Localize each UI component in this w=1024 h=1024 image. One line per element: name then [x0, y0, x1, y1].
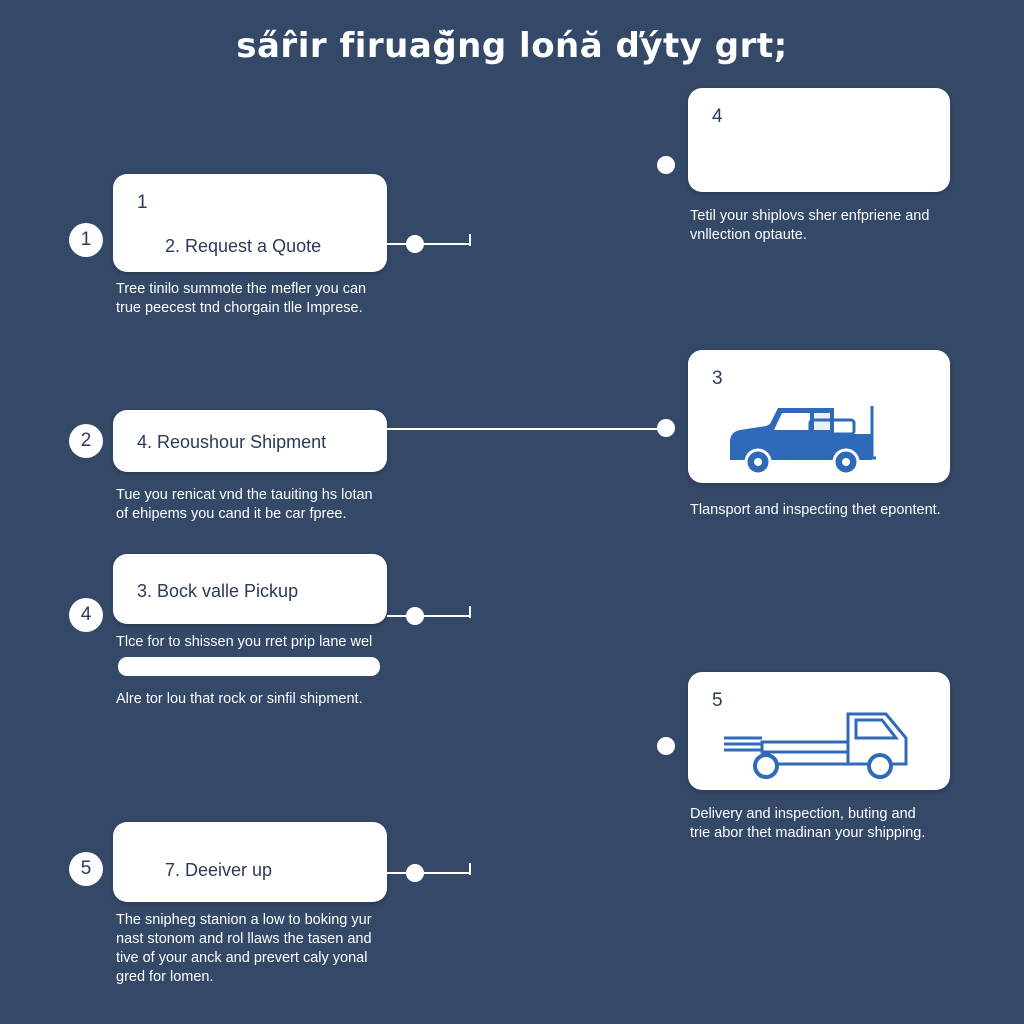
step-number-circle-2: 2 [69, 424, 103, 458]
pickup-truck-icon [730, 406, 876, 476]
connector-dot [406, 235, 424, 253]
connector-line [387, 615, 471, 617]
step-description: Tree tinilo summote the mefler you can t… [116, 280, 366, 318]
desc-line: The snipheg stanion a low to boking yur [116, 912, 372, 928]
step-card-request-quote[interactable]: 1 2. Request a Quote [113, 174, 387, 272]
step-card-pickup[interactable]: 3. Bock valle Pickup [113, 554, 387, 624]
desc-line: Delivery and inspection, buting and [690, 806, 916, 822]
page-title: sa̋r̂ir firuağ̌ng lońă ďýty grt; [236, 26, 788, 66]
step-description: The snipheg stanion a low to boking yur … [116, 911, 372, 987]
desc-line: vnllection optaute. [690, 227, 807, 243]
step-label: 3. Bock valle Pickup [137, 581, 299, 601]
desc-line: Tetil your shiplovs sher enfpriene and [690, 208, 930, 224]
step-card-deliver[interactable]: 7. Deeiver up [113, 822, 387, 902]
step-label: 4. Reoushour Shipment [137, 432, 327, 452]
step-label: 7. Deeiver up [165, 860, 273, 880]
desc-line: gred for lomen. [116, 969, 214, 985]
desc-line: Alre tor lou that rock or sinfil shipmen… [116, 691, 363, 707]
step-card-shipment[interactable]: 4. Reoushour Shipment [113, 410, 387, 472]
card-number: 5 [712, 690, 723, 711]
step-description: Tue you renicat vnd the tauiting hs lota… [116, 486, 373, 524]
step-number: 5 [80, 858, 92, 879]
card-number: 4 [712, 106, 723, 127]
connector-dot [657, 419, 675, 437]
step-description: Delivery and inspection, buting and trie… [690, 805, 925, 843]
connector-line [387, 243, 471, 245]
placeholder-bar [118, 657, 380, 676]
card-number: 1 [137, 192, 148, 213]
connector-end-tick [469, 606, 471, 618]
connector-line [387, 428, 667, 430]
step-description: Tlce for to shissen you rret prip lane w… [116, 633, 372, 652]
connector-dot [657, 156, 675, 174]
desc-line: tive of your anck and prevert caly yonal [116, 950, 368, 966]
connector-end-tick [469, 863, 471, 875]
connector-dot [406, 607, 424, 625]
step-description: Tetil your shiplovs sher enfpriene and v… [690, 207, 929, 245]
step-description: Tlansport and inspecting thet epontent. [690, 501, 941, 520]
desc-line: Tlansport and inspecting thet epontent. [690, 502, 941, 518]
step-card-right-4[interactable]: 4 [688, 88, 950, 192]
step-number: 2 [80, 430, 92, 451]
connector-end-tick [469, 234, 471, 246]
step-number-circle-4: 4 [69, 598, 103, 632]
desc-line: Tue you renicat vnd the tauiting hs lota… [116, 487, 373, 503]
connector-dot [406, 864, 424, 882]
desc-line: Tree tinilo summote the mefler you can [116, 281, 367, 297]
card-number: 3 [712, 368, 723, 389]
connector-dot [657, 737, 675, 755]
desc-line: Tlce for to shissen you rret prip lane w… [116, 634, 373, 650]
connector-line [387, 872, 471, 874]
step-card-right-3[interactable]: 3 [688, 350, 950, 483]
flatbed-truck-icon [724, 712, 908, 779]
step-description: Alre tor lou that rock or sinfil shipmen… [116, 690, 363, 709]
step-label: 2. Request a Quote [165, 236, 322, 256]
step-number: 1 [80, 229, 92, 250]
desc-line: nast stonom and rol llaws the tasen and [116, 931, 372, 947]
desc-line: true peecest tnd chorgain tlle Imprese. [116, 300, 363, 316]
desc-line: trie abor thet madinan your shipping. [690, 825, 926, 841]
step-card-right-5[interactable]: 5 [688, 672, 950, 790]
step-number: 4 [80, 604, 92, 625]
step-number-circle-1: 1 [69, 223, 103, 257]
step-number-circle-5: 5 [69, 852, 103, 886]
desc-line: of ehipems you cand it be car fpree. [116, 506, 347, 522]
